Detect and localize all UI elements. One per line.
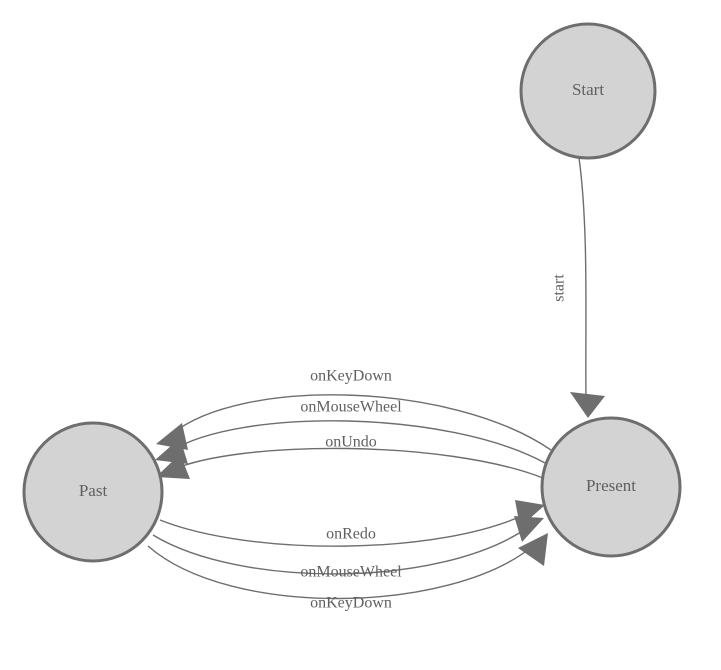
edge-wheel-down-path: [152, 527, 528, 575]
edge-keydown-down-path: [147, 545, 534, 600]
edge-wheel-up-path: [170, 420, 546, 464]
edge-redo[interactable]: onRedo: [159, 500, 545, 547]
edge-redo-label: onRedo: [326, 526, 376, 543]
edge-wheel-up-label: onMouseWheel: [300, 399, 402, 416]
edge-keydown-down[interactable]: onKeyDown: [147, 533, 548, 612]
edge-keydown-down-arrowhead: [518, 533, 548, 566]
edge-wheel-down-arrowhead: [514, 516, 544, 542]
edge-wheel-up[interactable]: onMouseWheel: [155, 399, 546, 464]
edge-start-path: [578, 157, 587, 401]
node-start-circle: [519, 22, 657, 160]
edge-undo-arrowhead: [156, 454, 190, 479]
edge-keydown-down-label: onKeyDown: [310, 595, 392, 612]
edge-keydown-up-label: onKeyDown: [310, 368, 392, 385]
edge-redo-path: [159, 512, 529, 547]
edge-wheel-down[interactable]: onMouseWheel: [152, 516, 544, 581]
node-start[interactable]: Start: [519, 22, 657, 160]
edge-undo-path: [171, 447, 544, 479]
node-present[interactable]: Present: [540, 416, 682, 558]
node-present-label: Present: [586, 476, 636, 495]
node-start-label: Start: [572, 80, 604, 99]
edge-start-arrowhead: [570, 392, 605, 418]
node-past[interactable]: Past: [22, 421, 164, 563]
node-past-circle: [22, 421, 164, 563]
edge-undo[interactable]: onUndo: [156, 434, 544, 479]
edge-undo-label: onUndo: [325, 434, 377, 451]
node-past-label: Past: [79, 481, 108, 500]
edge-start[interactable]: start: [551, 157, 605, 418]
edge-keydown-up-path: [171, 394, 552, 451]
edge-wheel-down-label: onMouseWheel: [300, 564, 402, 581]
edge-start-label: start: [551, 274, 568, 302]
node-present-circle: [540, 416, 682, 558]
